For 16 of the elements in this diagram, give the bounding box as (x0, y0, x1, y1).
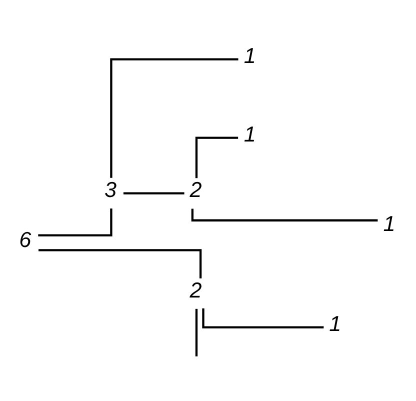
node-text: 2 (190, 176, 202, 202)
connector (195, 308, 198, 356)
connector (195, 136, 238, 178)
connector (123, 192, 184, 194)
node-text: 2 (190, 276, 202, 302)
connector (202, 308, 324, 328)
node-text: 1 (244, 121, 256, 146)
node-text: 1 (383, 210, 396, 236)
node-text: 6 (19, 226, 32, 252)
node-text: 1 (329, 310, 342, 336)
connector (38, 248, 202, 278)
connector (38, 208, 112, 236)
connector (191, 208, 378, 221)
node-text: 3 (104, 176, 116, 202)
connector (110, 58, 238, 178)
node-text: 1 (244, 42, 256, 68)
